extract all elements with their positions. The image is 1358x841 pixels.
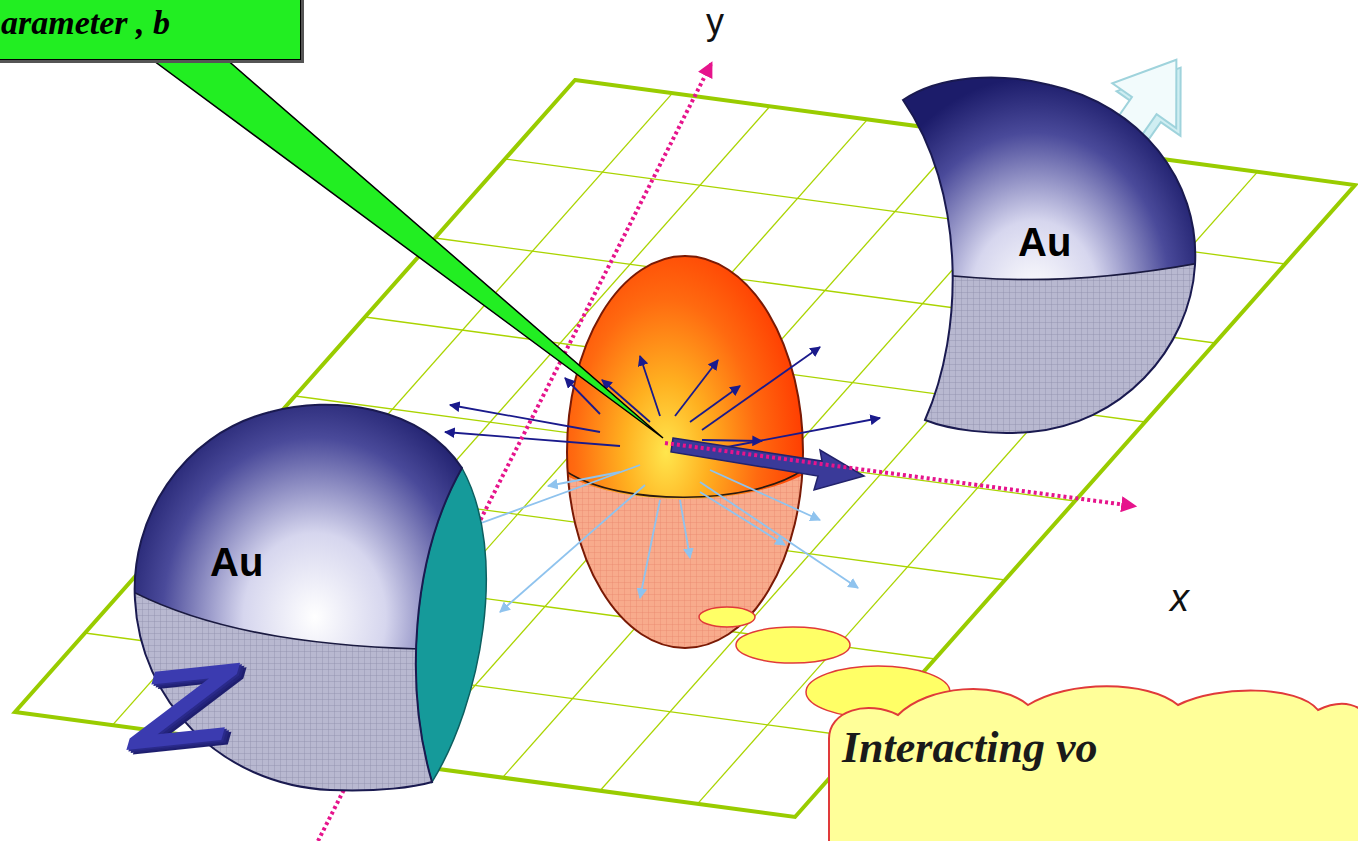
flow-arrows-lower — [710, 470, 820, 520]
node-text: Au — [1018, 220, 1205, 265]
flow-arrows-lower — [548, 472, 620, 486]
flow-arrows-upper — [675, 360, 718, 416]
flow-arrows-upper — [640, 356, 660, 416]
thought-bubbles — [736, 627, 850, 663]
axis-label-holder: x — [1170, 578, 1189, 620]
callout-pointer — [150, 58, 663, 438]
thought-cloud-shape — [829, 686, 1358, 841]
flow-arrows-upper — [702, 440, 762, 441]
flow-arrows-lower — [640, 500, 660, 598]
callout-box: arameter , b — [0, 0, 301, 60]
flow-arrows-upper — [602, 380, 650, 422]
thought-bubbles — [699, 607, 950, 718]
flow-arrows-lower — [700, 482, 858, 588]
node-text: Au — [210, 540, 470, 585]
flow-arrows-upper — [722, 418, 880, 448]
thought-bubbles — [699, 607, 755, 627]
flow-arrows-upper — [445, 432, 620, 446]
plane-grid — [405, 133, 965, 765]
axis-label: x — [1170, 578, 1189, 620]
node-text: Interacting vo — [842, 722, 1358, 773]
callout-text: arameter , b — [1, 4, 300, 42]
impact-parameter-arrow — [671, 438, 864, 490]
flow-arrows-lower — [500, 485, 645, 612]
axis-label-holder: y — [706, 2, 724, 42]
flow-arrows-upper — [702, 347, 820, 430]
x-axis — [665, 443, 1134, 506]
flow-arrows-lower — [680, 500, 690, 558]
overlap-fireball — [567, 470, 803, 497]
gold-nucleus-shape — [895, 260, 1215, 450]
flow-arrows-upper — [690, 386, 740, 422]
gold-nucleus-shape — [935, 260, 1215, 280]
impact-parameter-arrow — [671, 438, 864, 490]
flow-arrows-lower — [700, 492, 785, 545]
callout-pointer — [150, 58, 663, 438]
gold-nucleus: Au — [895, 70, 1205, 440]
thought-cloud: Interacting vo — [828, 680, 1358, 841]
flow-arrows-lower — [440, 465, 858, 612]
flow-arrows-upper — [445, 347, 880, 448]
axis-label: y — [706, 2, 724, 42]
gold-nucleus-shape — [120, 585, 480, 650]
